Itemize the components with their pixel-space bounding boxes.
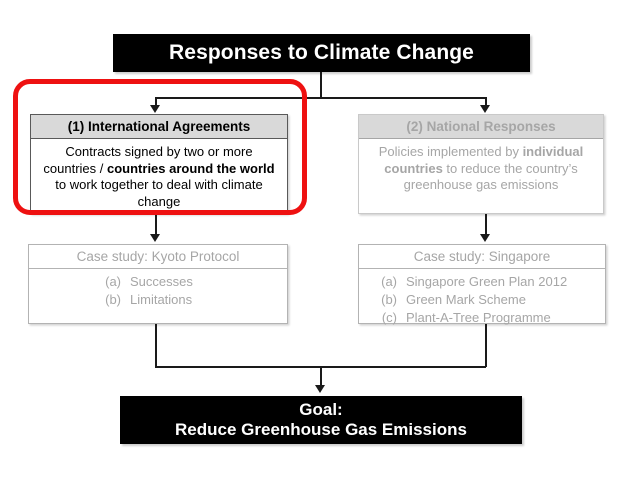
natl-body-part1: Policies implemented by [378,144,523,159]
natl-body-bold: individual countries [384,144,584,176]
goal-banner: Goal: Reduce Greenhouse Gas Emissions [120,396,522,444]
arrow-into-left-case-study [150,234,160,242]
list-item: (a) Successes [91,273,287,291]
box-international-agreements[interactable]: (1) International Agreements Contracts s… [30,114,288,214]
box-national-responses-header: (2) National Responses [359,115,603,139]
connector-left-to-case [155,214,157,235]
box-case-study-kyoto[interactable]: Case study: Kyoto Protocol (a) Successes… [28,244,288,324]
box-case-study-singapore[interactable]: Case study: Singapore (a) Singapore Gree… [358,244,606,325]
box-case-study-singapore-header: Case study: Singapore [359,245,605,269]
connector-right-case-down [485,324,487,367]
list-item-label: Singapore Green Plan 2012 [406,274,568,289]
list-item-marker: (a) [105,274,121,289]
natl-body-part2: to reduce the country’s greenhouse gas e… [403,160,578,193]
box-case-study-kyoto-list: (a) Successes (b) Limitations [29,269,287,313]
connector-right-to-case [485,214,487,235]
box-case-study-kyoto-header: Case study: Kyoto Protocol [29,245,287,269]
list-item: (c) Plant-A-Tree Programme [367,309,605,327]
connector-left-branch-drop [155,97,157,107]
box-case-study-singapore-list: (a) Singapore Green Plan 2012 (b) Green … [359,269,605,331]
intl-body-part2: to work together to deal with climate ch… [55,177,263,209]
title-banner: Responses to Climate Change [113,34,530,72]
list-item: (b) Green Mark Scheme [367,291,605,309]
list-item: (a) Singapore Green Plan 2012 [367,273,605,291]
list-item-marker: (b) [105,291,121,307]
list-item: (b) Limitations [91,291,287,309]
intl-body-part1: Contracts signed by two or more countrie… [43,144,253,176]
list-item-label: Green Mark Scheme [406,291,526,307]
list-item-marker: (a) [381,274,397,289]
box-international-agreements-header: (1) International Agreements [31,115,287,139]
box-international-agreements-body: Contracts signed by two or more countrie… [31,139,287,215]
list-item-marker: (b) [381,291,397,307]
arrow-into-right-branch [480,105,490,113]
goal-banner-line-2: Reduce Greenhouse Gas Emissions [175,420,467,439]
connector-goal-stem [320,366,322,386]
connector-right-branch-drop [485,97,487,107]
connector-left-case-down [155,324,157,367]
box-national-responses[interactable]: (2) National Responses Policies implemen… [358,114,604,214]
arrow-into-right-case-study [480,234,490,242]
list-item-label: Successes [130,274,193,289]
goal-banner-line-1: Goal: [299,399,343,419]
connector-title-stem [320,72,322,98]
arrow-into-goal [315,385,325,393]
arrow-into-left-branch [150,105,160,113]
list-item-label: Limitations [130,291,193,307]
intl-body-bold: countries around the world [107,160,275,176]
list-item-marker: (c) [381,309,397,325]
connector-branch-bar [155,97,486,99]
box-national-responses-body: Policies implemented by individual count… [359,139,603,198]
list-item-label: Plant-A-Tree Programme [406,309,551,325]
title-banner-text: Responses to Climate Change [169,40,474,64]
